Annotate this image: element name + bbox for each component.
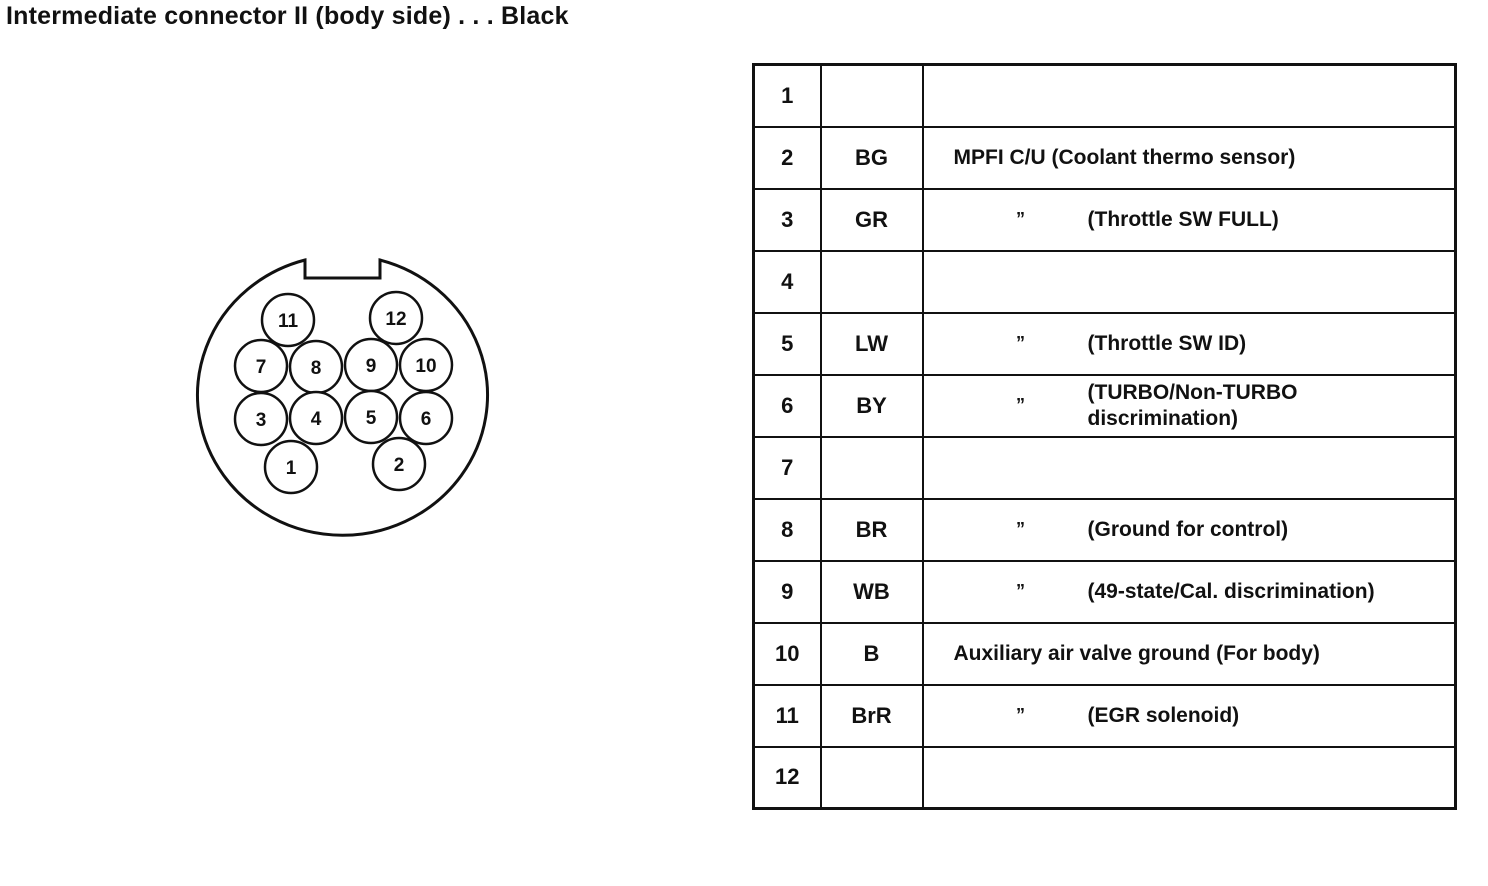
- description-cell: ” (Ground for control): [921, 497, 1457, 562]
- table-row: 1: [752, 63, 1457, 128]
- connector-pin-label: 2: [394, 455, 405, 476]
- description-content: ” (TURBO/Non-TURBO discrimination): [954, 380, 1455, 432]
- diagram-title: Intermediate connector II (body side) . …: [6, 2, 569, 30]
- connector-pin-12: [368, 290, 424, 346]
- ditto-mark: ”: [1016, 209, 1025, 229]
- connector-pin-label: 9: [366, 356, 377, 377]
- description-content: ” (Ground for control): [954, 517, 1455, 543]
- description-text: (49-state/Cal. discrimination): [1087, 579, 1375, 603]
- description-text: (TURBO/Non-TURBO discrimination): [1087, 380, 1298, 430]
- description-content: ” (49-state/Cal. discrimination): [954, 579, 1455, 605]
- description-content: ” (Throttle SW FULL): [954, 207, 1455, 233]
- wire-color-cell: WB: [819, 559, 924, 624]
- pin-number-cell: 12: [752, 745, 822, 810]
- pin-number-cell: 10: [752, 621, 822, 686]
- wire-color-cell: BY: [819, 373, 924, 438]
- wire-color-cell: [819, 745, 924, 810]
- pin-number-cell: 9: [752, 559, 822, 624]
- pin-number-cell: 11: [752, 683, 822, 748]
- pin-number-cell: 8: [752, 497, 822, 562]
- wire-color-cell: BG: [819, 125, 924, 190]
- connector-pin-label: 3: [256, 410, 267, 431]
- pin-number-cell: 2: [752, 125, 822, 190]
- ditto-mark: ”: [1016, 519, 1025, 539]
- wire-color-cell: B: [819, 621, 924, 686]
- connector-pin-3: [233, 391, 289, 447]
- connector-pin-label: 10: [415, 356, 436, 377]
- wire-color-cell: GR: [819, 187, 924, 252]
- connector-pin-11: [260, 292, 316, 348]
- connector-pin-4: [288, 390, 344, 446]
- connector-pin-label: 5: [366, 408, 377, 429]
- connector-pin-5: [343, 389, 399, 445]
- ditto-mark: ”: [1016, 395, 1025, 415]
- description-cell: ” (TURBO/Non-TURBO discrimination): [921, 373, 1457, 438]
- table-row: 12: [752, 745, 1457, 810]
- description-cell: ” (Throttle SW ID): [921, 311, 1457, 376]
- ditto-mark: ”: [1016, 705, 1025, 725]
- connector-pin-label: 12: [385, 309, 406, 330]
- description-cell: Auxiliary air valve ground (For body): [921, 621, 1457, 686]
- connector-pin-2: [371, 436, 427, 492]
- description-content: ” (Throttle SW ID): [954, 331, 1455, 357]
- connector-pin-label: 1: [286, 458, 297, 479]
- wire-color-cell: LW: [819, 311, 924, 376]
- pin-number-cell: 1: [752, 63, 822, 128]
- wire-color-cell: [819, 63, 924, 128]
- description-content: ” (EGR solenoid): [954, 703, 1455, 729]
- connector-pin-label: 11: [278, 311, 299, 332]
- description-cell: ” (Throttle SW FULL): [921, 187, 1457, 252]
- connector-pin-1: [263, 439, 319, 495]
- wire-color-cell: BrR: [819, 683, 924, 748]
- description-text: (Ground for control): [1087, 517, 1289, 541]
- pin-number-cell: 7: [752, 435, 822, 500]
- connector-pin-6: [398, 390, 454, 446]
- wire-color-cell: [819, 435, 924, 500]
- ditto-mark: ”: [1016, 333, 1025, 353]
- description-cell: [921, 63, 1457, 128]
- description-text: (EGR solenoid): [1087, 703, 1240, 727]
- description-cell: [921, 249, 1457, 314]
- connector-pin-label: 7: [256, 357, 267, 378]
- description-cell: ” (49-state/Cal. discrimination): [921, 559, 1457, 624]
- description-cell: [921, 745, 1457, 810]
- table-row: 7: [752, 435, 1457, 500]
- description-cell: MPFI C/U (Coolant thermo sensor): [921, 125, 1457, 190]
- description-text: (Throttle SW ID): [1087, 331, 1247, 355]
- connector-pin-label: 8: [311, 358, 322, 379]
- description-content: Auxiliary air valve ground (For body): [954, 641, 1455, 667]
- ditto-mark: ”: [1016, 581, 1025, 601]
- pin-number-cell: 4: [752, 249, 822, 314]
- description-cell: [921, 435, 1457, 500]
- description-cell: ” (EGR solenoid): [921, 683, 1457, 748]
- wire-color-cell: BR: [819, 497, 924, 562]
- pin-number-cell: 5: [752, 311, 822, 376]
- connector-pin-label: 6: [421, 409, 432, 430]
- connector-pin-label: 4: [311, 409, 322, 430]
- table-row: 4: [752, 249, 1457, 314]
- pin-number-cell: 3: [752, 187, 822, 252]
- description-text: (Throttle SW FULL): [1087, 207, 1279, 231]
- description-text: MPFI C/U (Coolant thermo sensor): [953, 145, 1296, 169]
- description-text: Auxiliary air valve ground (For body): [953, 641, 1320, 665]
- pin-number-cell: 6: [752, 373, 822, 438]
- description-content: MPFI C/U (Coolant thermo sensor): [954, 145, 1455, 171]
- wire-color-cell: [819, 249, 924, 314]
